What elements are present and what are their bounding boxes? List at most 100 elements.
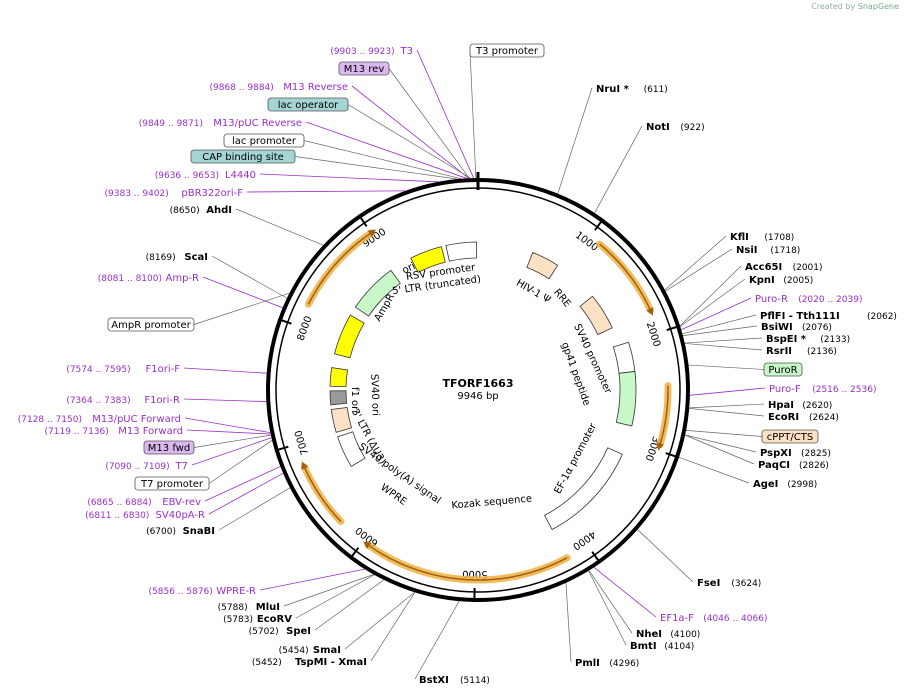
enzyme-position: (2825) xyxy=(801,449,831,459)
enzyme-position: (922) xyxy=(680,123,704,133)
inner-feature-label: WPRE xyxy=(378,482,408,508)
ruler-tick xyxy=(277,318,292,325)
ruler-tick xyxy=(591,551,602,564)
enzyme-leader xyxy=(680,278,746,327)
primer-label: M13 Forward xyxy=(118,426,183,437)
enzyme-leader xyxy=(295,574,375,619)
feature-box xyxy=(223,133,305,148)
enzyme-leader xyxy=(235,208,324,246)
primer-label: M13 Reverse xyxy=(283,82,348,93)
enzyme-label: BsiWI xyxy=(761,322,793,333)
enzyme-label: AgeI xyxy=(753,479,778,490)
primer-leader xyxy=(184,417,271,434)
enzyme-label: PspXI xyxy=(760,448,792,459)
primer-leader xyxy=(186,429,271,435)
enzyme-label: EcoRV xyxy=(257,614,292,625)
primer-label: SV40pA-R xyxy=(156,510,205,521)
primer-range: (6811 .. 6830) xyxy=(85,511,149,521)
ruler-tick-label: 1000 xyxy=(573,230,600,254)
enzyme-label: AhdI xyxy=(206,205,232,216)
enzyme-position: (8650) xyxy=(170,206,200,216)
enzyme-label: NheI xyxy=(636,629,662,640)
enzyme-position: (2001) xyxy=(793,263,823,273)
primer-range: (2020 .. 2039) xyxy=(798,295,862,305)
feature-leader xyxy=(208,440,273,484)
feature-box xyxy=(267,97,349,112)
enzyme-position: (5452) xyxy=(252,658,282,668)
ruler-tick-label: 7000 xyxy=(293,429,311,457)
enzyme-leader xyxy=(689,408,765,417)
feature-box-label: T7 promoter xyxy=(140,479,204,490)
primer-leader xyxy=(305,121,467,179)
enzyme-leader xyxy=(678,456,750,484)
feature-leader xyxy=(688,364,765,370)
enzyme-position: (2133) xyxy=(820,335,850,345)
enzyme-label: KpnI xyxy=(749,275,775,286)
enzyme-label: SpeI xyxy=(286,626,311,637)
enzyme-label: SmaI xyxy=(313,645,341,656)
primer-label: pBR322ori-F xyxy=(181,188,243,199)
feature-leader xyxy=(686,430,763,437)
enzyme-label: PflFI - Tth111I xyxy=(760,311,840,322)
ruler-tick xyxy=(594,218,605,231)
enzyme-leader xyxy=(637,529,694,583)
primer-leader xyxy=(416,49,474,179)
enzyme-label: ScaI xyxy=(184,252,208,263)
primer-range: (6865 .. 6884) xyxy=(87,498,151,508)
feature-box-label: lac promoter xyxy=(232,136,297,147)
feature-leader xyxy=(303,140,462,180)
primer-range: (5856 .. 5876) xyxy=(149,587,213,597)
feature-box xyxy=(190,149,296,164)
inner-feature-label: HIV-1 Ψ xyxy=(514,278,552,306)
enzyme-position: (4100) xyxy=(670,630,700,640)
sv40-promoter-feature xyxy=(612,341,636,374)
ruler-tick-label: 2000 xyxy=(644,321,662,349)
enzyme-position: (2624) xyxy=(809,413,839,423)
ruler-tick-label: 8000 xyxy=(296,315,315,343)
primer-range: (9849 .. 9871) xyxy=(139,119,203,129)
primer-range: (9903 .. 9923) xyxy=(330,47,394,57)
primer-label: Amp-R xyxy=(166,273,200,284)
enzyme-position: (3624) xyxy=(731,579,761,589)
enzyme-leader xyxy=(414,600,460,680)
orf-arc xyxy=(596,240,654,314)
enzyme-position: (2826) xyxy=(799,461,829,471)
primer-label: L4440 xyxy=(225,170,256,181)
orf-arrowhead xyxy=(646,307,654,316)
enzyme-label: KflI xyxy=(730,232,749,243)
primer-leader xyxy=(259,173,438,183)
enzyme-leader xyxy=(684,337,763,344)
feature-leader xyxy=(469,50,477,179)
ruler-tick-label: 4000 xyxy=(570,528,597,552)
enzyme-position: (4104) xyxy=(664,642,694,652)
enzyme-position: (6700) xyxy=(146,527,176,537)
primer-leader xyxy=(259,568,365,591)
enzyme-leader xyxy=(664,235,727,291)
sv40pa-feature xyxy=(329,390,348,406)
inner-feature-label: f1 ori xyxy=(349,387,360,413)
feature-leader xyxy=(388,68,470,179)
ruler-tick xyxy=(666,324,681,332)
ruler-tick xyxy=(274,445,289,452)
enzyme-leader xyxy=(682,325,758,336)
snapgene-credit: Created by SnapGene xyxy=(811,2,899,11)
primer-label: EBV-rev xyxy=(162,497,201,508)
primer-range: (7090 .. 7109) xyxy=(105,462,169,472)
enzyme-leader xyxy=(684,343,763,351)
enzyme-position: (1708) xyxy=(764,233,794,243)
puror-feature xyxy=(615,370,637,427)
primer-label: F1ori-R xyxy=(144,395,180,406)
orf-arrowhead xyxy=(367,229,377,237)
plasmid-name: TFORF1663 xyxy=(443,377,514,390)
enzyme-position: (5788) xyxy=(218,603,248,613)
primer-label: T3 xyxy=(400,46,413,57)
enzyme-position: (5783) xyxy=(223,615,253,625)
feature-box-label: T3 promoter xyxy=(475,46,539,57)
primer-range: (7364 .. 7383) xyxy=(66,396,130,406)
orf-arcs xyxy=(300,229,672,584)
primer-range: (2516 .. 2536) xyxy=(812,385,876,395)
enzyme-position: (2005) xyxy=(783,276,813,286)
primer-leader xyxy=(351,85,469,179)
enzyme-leader xyxy=(344,592,415,650)
inner-feature-label: RRE xyxy=(551,287,572,310)
